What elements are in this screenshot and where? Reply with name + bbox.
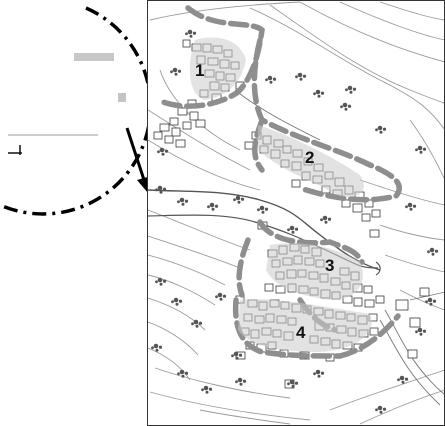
inset-fragment [8, 53, 126, 155]
zone-labels: 1 2 3 4 [195, 61, 334, 342]
callout-arrow [125, 127, 148, 187]
callout-circle [0, 6, 153, 216]
zone-label-3: 3 [325, 256, 334, 275]
zone-label-1: 1 [195, 61, 204, 80]
contour-lines [148, 1, 444, 425]
zone-label-4: 4 [296, 323, 306, 342]
zone-label-2: 2 [305, 148, 314, 167]
zone-outlines [155, 5, 402, 359]
zone-shading [189, 37, 372, 352]
